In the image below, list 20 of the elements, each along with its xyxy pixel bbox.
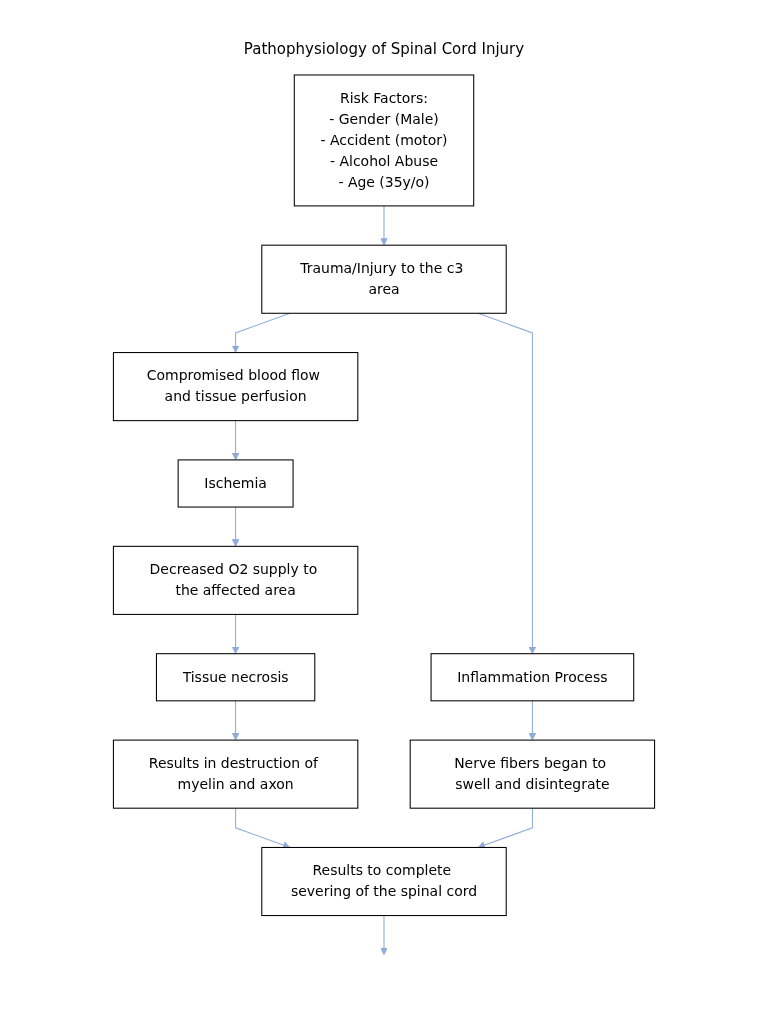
node-box: Nerve fibers began to swell and disintegrate xyxy=(409,739,656,809)
node-box: Compromised blood flow and tissue perfusion xyxy=(112,352,359,422)
arrow xyxy=(235,807,291,849)
arrow xyxy=(380,915,388,956)
node-box: Decreased O2 supply to the affected area xyxy=(112,545,359,615)
arrow xyxy=(528,700,537,741)
node-box: Results in destruction of myelin and axon xyxy=(112,739,359,809)
node-box: Inflammation Process xyxy=(430,653,635,702)
node-box: Risk Factors: - Gender (Male) - Accident (motor) - Alcohol Abuse - Age (35y/o) xyxy=(293,74,475,207)
node-box: Results to complete severing of the spinal cord xyxy=(261,846,507,917)
diagram-title: Pathophysiology of Spinal Cord Injury xyxy=(242,40,526,58)
arrow xyxy=(380,205,388,246)
arrow xyxy=(231,506,240,547)
arrow xyxy=(477,807,533,849)
arrow xyxy=(231,613,240,655)
arrow xyxy=(231,700,240,741)
node-box: Tissue necrosis xyxy=(155,653,316,702)
node-box: Trauma/Injury to the c3 area xyxy=(261,244,507,314)
node-box: Ischemia xyxy=(177,459,294,508)
arrow xyxy=(231,420,240,461)
